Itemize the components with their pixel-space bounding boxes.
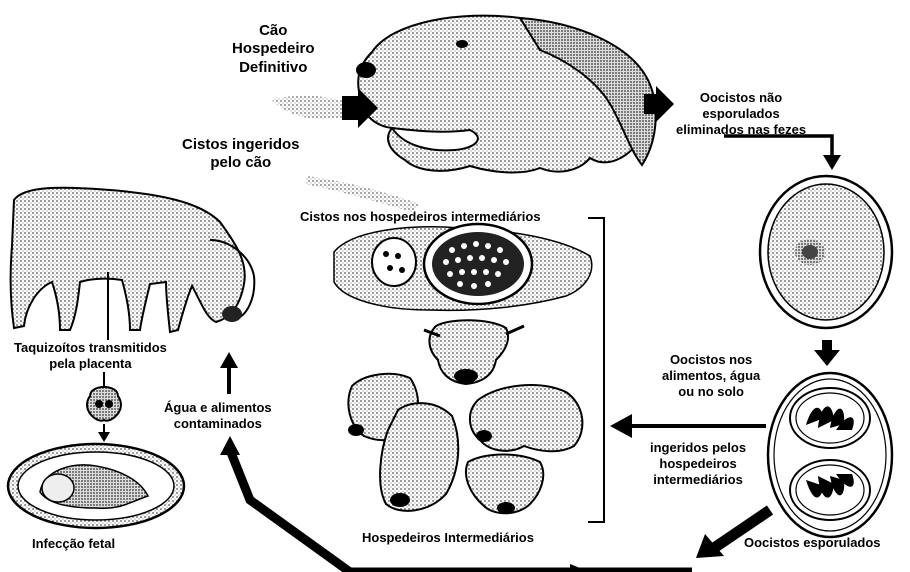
intermediate-hosts-label: Hospedeiros Intermediários — [362, 530, 534, 546]
oocysts-env-line-3: ou no solo — [662, 384, 760, 400]
unsporulated-line-2: esporulados — [676, 106, 806, 122]
fetus-icon — [8, 444, 184, 528]
oocysts-env-line-2: alimentos, água — [662, 368, 760, 384]
cysts-ingested-line-2: pelo cão — [182, 154, 300, 172]
placenta-icon — [87, 387, 121, 421]
title-line-2: Hospedeiro — [232, 40, 315, 58]
water-food-line-2: contaminados — [164, 416, 272, 432]
ingested-line-3: intermediários — [650, 472, 746, 488]
sporulated-oocyst-icon — [768, 373, 892, 537]
ingested-line-1: ingeridos pelos — [650, 440, 746, 456]
definitive-host-title: Cão Hospedeiro Definitivo — [232, 22, 315, 77]
dog-head-icon — [356, 16, 656, 173]
tachyzoites-line-1: Taquizoítos transmitidos — [14, 340, 167, 356]
title-line-3: Definitivo — [232, 59, 315, 77]
cow-icon — [11, 188, 255, 332]
cysts-intermediate-label: Cistos nos hospedeiros intermediários — [300, 209, 541, 225]
cysts-ingested-line-1: Cistos ingeridos — [182, 136, 300, 154]
tissue-cyst-icon — [334, 224, 592, 310]
sporulated-oocysts-label: Oocistos esporulados — [744, 535, 881, 551]
tachyzoites-label: Taquizoítos transmitidos pela placenta — [14, 340, 167, 372]
intermediate-host-heads-icon — [348, 320, 582, 514]
cysts-ingested-label: Cistos ingeridos pelo cão — [182, 136, 300, 173]
unsporulated-line-3: eliminados nas fezes — [676, 122, 806, 138]
ingested-line-2: hospedeiros — [650, 456, 746, 472]
unsporulated-oocysts-label: Oocistos não esporulados eliminados nas … — [676, 90, 806, 138]
tachyzoites-line-2: pela placenta — [14, 356, 167, 372]
title-line-1: Cão — [232, 22, 315, 40]
oocysts-environment-label: Oocistos nos alimentos, água ou no solo — [662, 352, 760, 400]
unsporulated-line-1: Oocistos não — [676, 90, 806, 106]
oocyst-icon — [760, 176, 892, 328]
water-food-line-1: Água e alimentos — [164, 400, 272, 416]
fetal-infection-label: Infecção fetal — [32, 536, 115, 552]
oocysts-env-line-1: Oocistos nos — [662, 352, 760, 368]
ingested-by-label: ingeridos pelos hospedeiros intermediári… — [650, 440, 746, 488]
water-food-label: Água e alimentos contaminados — [164, 400, 272, 432]
